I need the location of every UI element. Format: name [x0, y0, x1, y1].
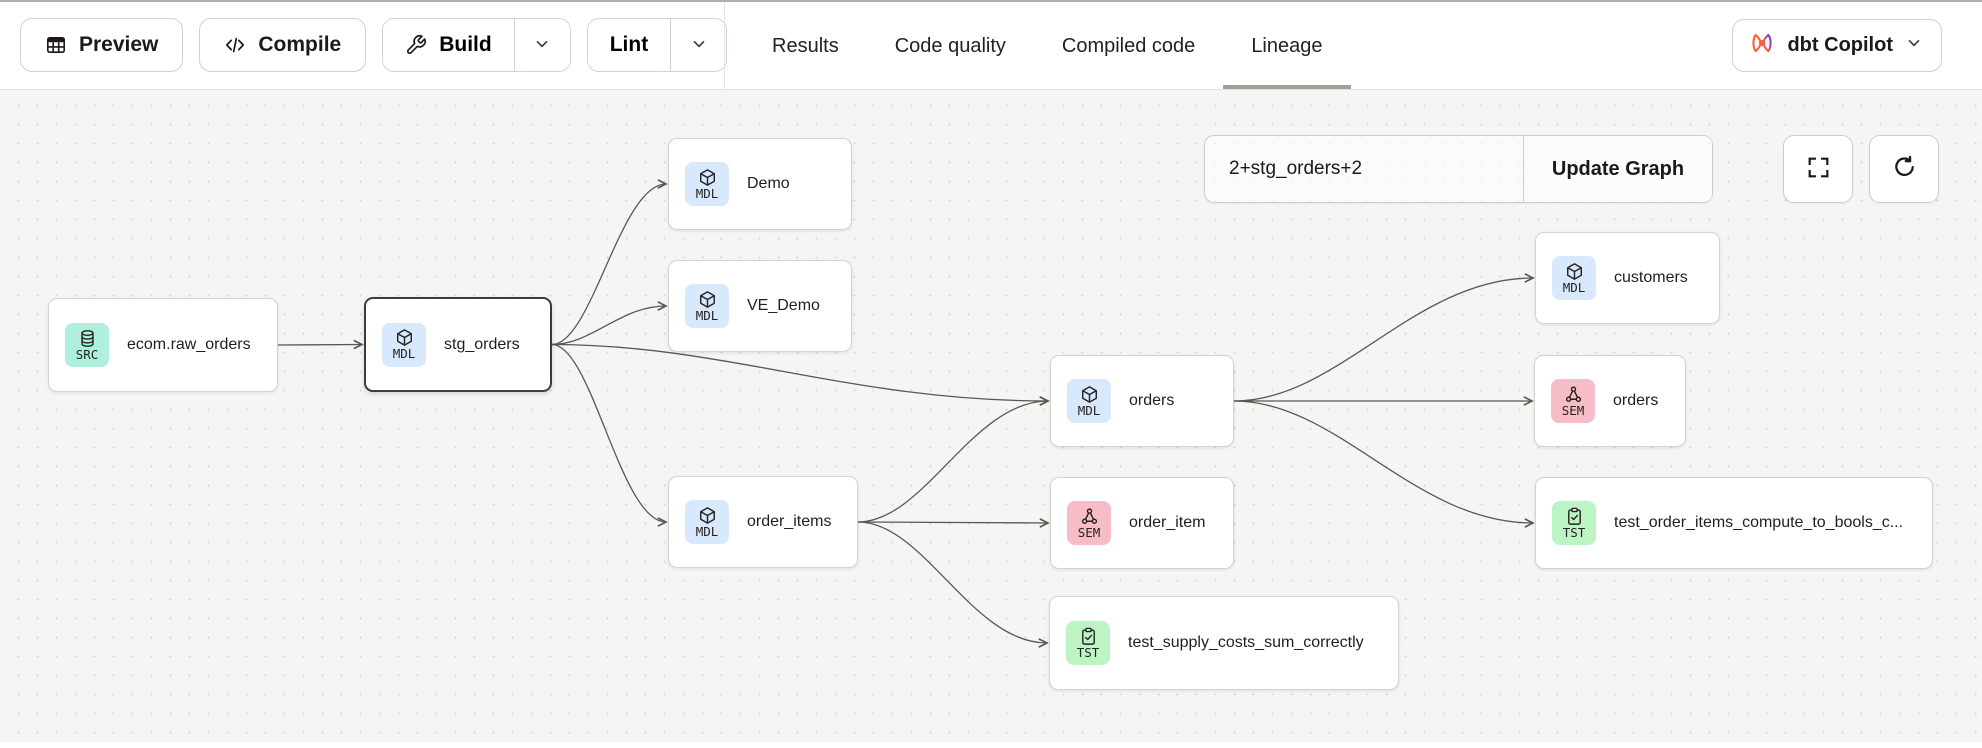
cube-icon: MDL: [1552, 256, 1596, 300]
compile-label: Compile: [258, 33, 342, 56]
node-label: customers: [1614, 269, 1688, 286]
edge-order_items-to-test_supply: [857, 521, 1047, 643]
tab-lineage[interactable]: Lineage: [1223, 2, 1351, 90]
wrench-icon: [405, 34, 427, 56]
lineage-node-orders_sem[interactable]: SEM orders: [1534, 355, 1686, 447]
build-dropdown-button[interactable]: [513, 19, 570, 71]
node-label: orders: [1613, 392, 1659, 409]
lineage-node-orders_mdl[interactable]: MDL orders: [1050, 355, 1234, 447]
edge-ecom_raw_orders-to-stg_orders: [277, 345, 362, 346]
dbt-copilot-label: dbt Copilot: [1787, 34, 1893, 56]
refresh-button[interactable]: [1869, 135, 1939, 203]
lint-button[interactable]: Lint: [587, 19, 671, 71]
lineage-node-ecom_raw_orders[interactable]: SRC ecom.raw_orders: [48, 298, 278, 392]
lineage-node-stg_orders[interactable]: MDL stg_orders: [364, 297, 552, 392]
cube-icon: MDL: [1067, 379, 1111, 423]
edge-orders_mdl-to-test_order_items: [1233, 400, 1533, 523]
node-kind-label: MDL: [695, 307, 719, 323]
lineage-node-customers[interactable]: MDL customers: [1535, 232, 1720, 324]
node-kind-label: TST: [1076, 644, 1100, 660]
code-icon: [224, 34, 246, 56]
dbt-copilot-icon: [1749, 30, 1775, 62]
node-kind-label: MDL: [695, 185, 719, 201]
edge-stg_orders-to-order_items: [551, 343, 666, 523]
lineage-node-demo[interactable]: MDL Demo: [668, 138, 852, 230]
lineage-node-ve_demo[interactable]: MDL VE_Demo: [668, 260, 852, 352]
node-label: order_items: [747, 513, 832, 530]
fullscreen-button[interactable]: [1783, 135, 1853, 203]
node-label: order_item: [1129, 514, 1206, 531]
selector-input[interactable]: [1205, 136, 1523, 202]
preview-label: Preview: [79, 33, 159, 56]
edge-stg_orders-to-demo: [551, 184, 666, 346]
build-label: Build: [439, 33, 492, 56]
canvas-bottom-strip: [0, 742, 1982, 746]
node-kind-label: MDL: [1562, 279, 1586, 295]
toolbar: Preview Compile Build: [20, 18, 728, 72]
node-kind-label: SEM: [1561, 402, 1585, 418]
preview-button[interactable]: Preview: [20, 18, 184, 72]
semantic-model-icon: SEM: [1067, 501, 1111, 545]
node-kind-label: MDL: [695, 523, 719, 539]
update-graph-button[interactable]: Update Graph: [1523, 136, 1712, 202]
refresh-icon: [1891, 154, 1918, 184]
test-icon: TST: [1066, 621, 1110, 665]
node-kind-label: SEM: [1077, 524, 1101, 540]
node-kind-label: MDL: [1077, 402, 1101, 418]
node-label: Demo: [747, 175, 790, 192]
lineage-node-test_supply[interactable]: TST test_supply_costs_sum_correctly: [1049, 596, 1399, 690]
lint-label: Lint: [609, 33, 649, 56]
semantic-model-icon: SEM: [1551, 379, 1595, 423]
header-divider: [724, 2, 725, 89]
node-selector-group: Update Graph: [1204, 135, 1713, 203]
cube-icon: MDL: [382, 322, 426, 367]
edge-order_items-to-orders_mdl: [857, 401, 1048, 523]
build-button[interactable]: Build: [383, 19, 514, 71]
node-kind-label: SRC: [75, 346, 99, 362]
results-tabs: Results Code quality Compiled code Linea…: [744, 2, 1351, 90]
dbt-copilot-button[interactable]: dbt Copilot: [1732, 19, 1942, 72]
lint-split-button: Lint: [586, 18, 728, 72]
lint-dropdown-button[interactable]: [670, 19, 727, 71]
node-label: test_supply_costs_sum_correctly: [1128, 634, 1364, 651]
edge-order_items-to-order_item_sem: [857, 522, 1048, 523]
chevron-down-icon: [1905, 34, 1923, 58]
node-label: test_order_items_compute_to_bools_c...: [1614, 514, 1904, 531]
cube-icon: MDL: [685, 162, 729, 206]
edge-stg_orders-to-ve_demo: [551, 306, 666, 346]
chevron-down-icon: [690, 35, 708, 56]
header-bar: Preview Compile Build: [0, 2, 1982, 90]
chevron-down-icon: [533, 35, 551, 56]
node-kind-label: MDL: [392, 346, 416, 362]
node-label: ecom.raw_orders: [127, 336, 251, 353]
tab-compiled-code[interactable]: Compiled code: [1061, 34, 1196, 57]
compile-button[interactable]: Compile: [199, 18, 367, 72]
lineage-node-test_order_items[interactable]: TST test_order_items_compute_to_bools_c..…: [1535, 477, 1933, 569]
build-split-button: Build: [382, 18, 571, 72]
tab-code-quality[interactable]: Code quality: [894, 34, 1006, 57]
tab-results[interactable]: Results: [772, 34, 839, 57]
database-icon: SRC: [65, 323, 109, 367]
lineage-node-order_item_sem[interactable]: SEM order_item: [1050, 477, 1234, 569]
cube-icon: MDL: [685, 284, 729, 328]
node-label: orders: [1129, 392, 1175, 409]
node-kind-label: TST: [1562, 524, 1586, 540]
edge-stg_orders-to-orders_mdl: [551, 343, 1048, 402]
node-label: VE_Demo: [747, 297, 820, 314]
fullscreen-icon: [1805, 154, 1832, 184]
table-icon: [45, 34, 67, 56]
edge-orders_mdl-to-customers: [1233, 278, 1533, 402]
node-label: stg_orders: [444, 335, 520, 353]
test-icon: TST: [1552, 501, 1596, 545]
cube-icon: MDL: [685, 500, 729, 544]
lineage-node-order_items[interactable]: MDL order_items: [668, 476, 858, 568]
